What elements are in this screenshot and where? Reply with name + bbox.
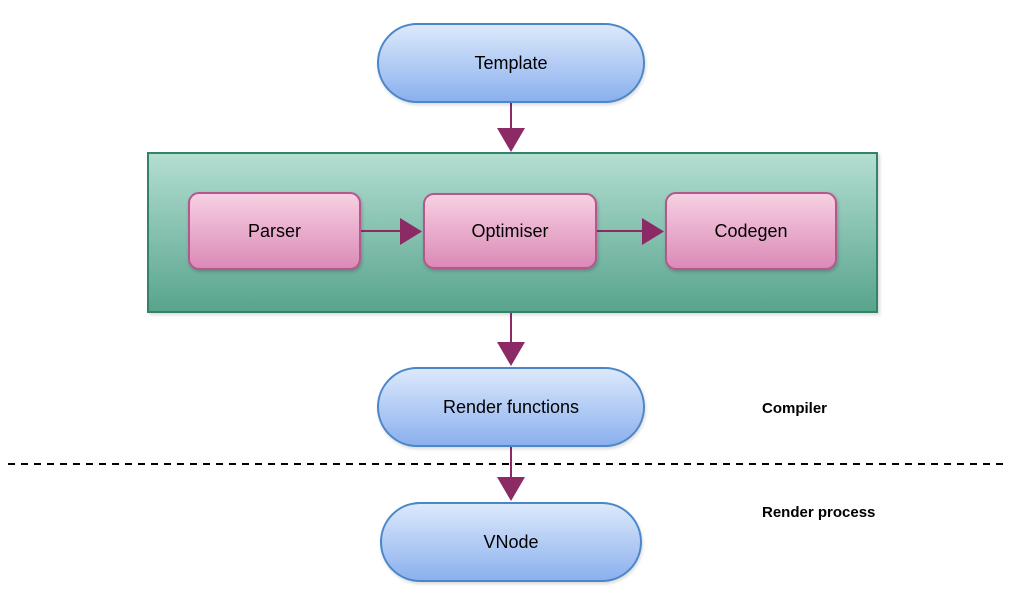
node-render-functions: Render functions (377, 367, 645, 447)
node-template: Template (377, 23, 645, 103)
node-vnode: VNode (380, 502, 642, 582)
arrow-template-to-compiler-container (497, 103, 525, 152)
compiler-section-label: Compiler (762, 400, 828, 417)
arrow-render-functions-to-vnode (497, 447, 525, 501)
node-codegen: Codegen (665, 192, 837, 270)
node-optimiser: Optimiser (423, 193, 597, 269)
render-process-section-label: Render process (762, 504, 876, 521)
arrow-compiler-container-to-render-functions (497, 313, 525, 366)
node-parser: Parser (188, 192, 361, 270)
